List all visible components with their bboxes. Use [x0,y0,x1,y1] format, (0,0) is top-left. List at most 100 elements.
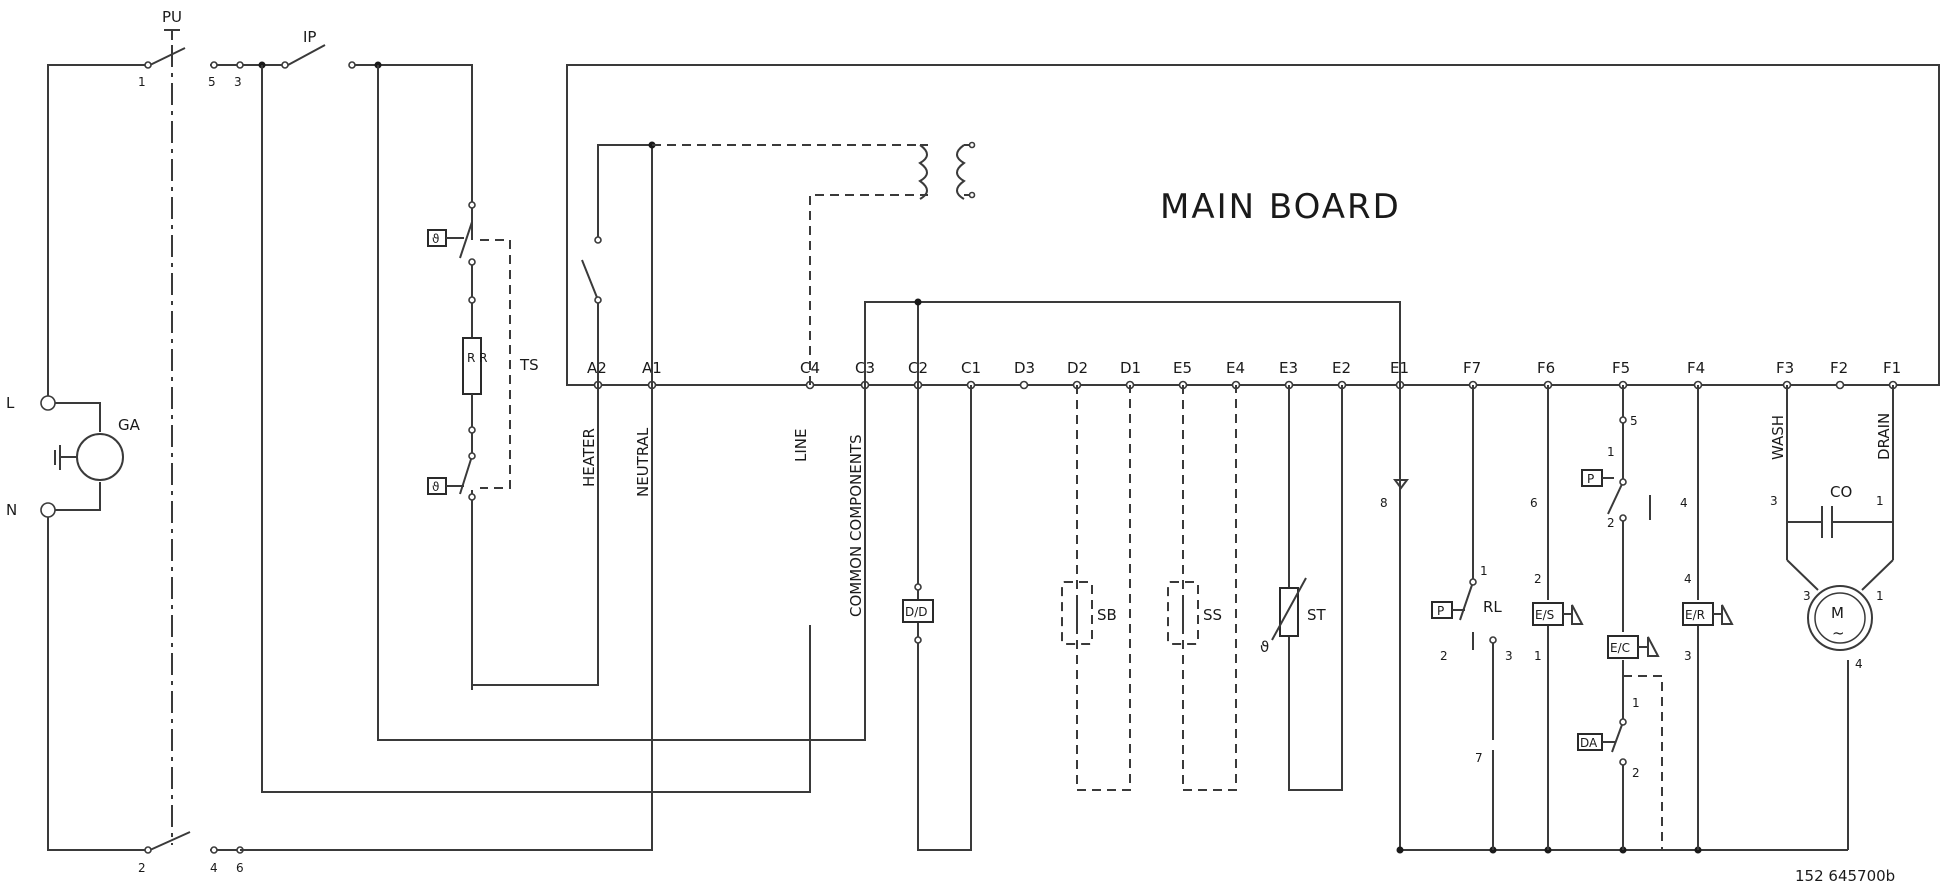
svg-text:ϑ: ϑ [432,480,439,494]
motor-label: M [1831,604,1844,622]
f4-pin-3: 3 [1684,649,1692,663]
st-thermistor: ST ϑ [1260,577,1327,656]
supply-wiring [240,65,866,851]
connector-c1: C1 [961,359,981,377]
f6-pin-2: 2 [1534,572,1542,586]
pu-switch: PU 1 5 3 2 4 6 [47,8,265,875]
rl-pin-7: 7 [1475,751,1483,765]
pu-label: PU [162,8,182,26]
f5-p-label: P [1587,472,1594,486]
es-valve-label: E/S [1535,608,1554,622]
co-pin-1: 1 [1876,494,1884,508]
ss-sensor: SS [1167,581,1222,645]
main-board-title: MAIN BOARD [1160,187,1401,227]
pu-pin-5: 5 [208,75,216,89]
pu-pin-2: 2 [138,861,146,875]
board-internal-wiring [581,141,1401,385]
connector-labels: A2 A1 C4 C3 C2 C1 D3 D2 D1 E5 E4 E3 E2 E… [587,359,1901,377]
connector-d3: D3 [1014,359,1035,377]
svg-text:ϑ: ϑ [1260,638,1269,656]
sb-sensor: SB [1061,581,1117,645]
transformer-primary [918,144,928,200]
connector-e2: E2 [1332,359,1351,377]
svg-text:~: ~ [1832,624,1845,642]
rl-pin-2: 2 [1440,649,1448,663]
f6-pin-1: 1 [1534,649,1542,663]
connector-f7: F7 [1463,359,1481,377]
main-board-outline [566,64,1940,386]
connector-f1: F1 [1883,359,1901,377]
connector-wires: D/D [902,385,1343,851]
connector-f5: F5 [1612,359,1630,377]
ga-supply: L N GA [6,394,141,519]
heater-resistor [462,337,482,395]
rl-pin-1: 1 [1480,564,1488,578]
f6-pin-6: 6 [1530,496,1538,510]
rl-label: RL [1483,598,1502,616]
da-label: DA [1580,736,1598,750]
dd-label: D/D [905,605,928,619]
pu-pin-1: 1 [138,75,146,89]
rl-relay: P RL 1 2 3 7 [1431,385,1513,850]
connector-f2: F2 [1830,359,1848,377]
supply-l-label: L [6,394,15,412]
f5-pin-1: 1 [1607,445,1615,459]
er-valve: E/R 4 4 3 [1680,385,1734,850]
wire-text-labels: HEATER NEUTRAL LINE COMMON COMPONENTS WA… [580,413,1893,617]
drawing-number: 152 645700b [1795,867,1895,883]
es-valve: E/S 6 2 1 [1530,385,1584,850]
ss-label: SS [1203,606,1222,624]
co-label: CO [1830,483,1852,501]
connector-f4: F4 [1687,359,1705,377]
connector-f6: F6 [1537,359,1555,377]
rl-p-label: P [1437,604,1444,618]
f5-circuit: P 5 1 2 E/C DA 1 2 [1577,385,1663,850]
heater-wire-label: HEATER [580,428,598,487]
connector-a2: A2 [587,359,607,377]
ts-label: TS [519,356,539,374]
motor-pin-1: 1 [1876,589,1884,603]
drain-wire-label: DRAIN [1875,413,1893,460]
motor-pin-3: 3 [1803,589,1811,603]
transformer-secondary [956,144,966,200]
pu-pin-3: 3 [234,75,242,89]
e1-pin-8: 8 [1380,496,1388,510]
connector-e3: E3 [1279,359,1298,377]
line-wire-label: LINE [792,429,810,462]
da-pin-2: 2 [1632,766,1640,780]
da-pin-1: 1 [1632,696,1640,710]
main-board: MAIN BOARD [566,64,1940,386]
connector-f3: F3 [1776,359,1794,377]
motor-circuit: CO 3 1 M ~ 3 1 4 [1770,385,1894,671]
ip-switch: IP [258,28,473,200]
er-valve-label: E/R [1685,608,1705,622]
supply-n-label: N [6,501,17,519]
f5-pin-2: 2 [1607,516,1615,530]
ga-motor [76,433,124,481]
pu-pin-4: 4 [210,861,218,875]
sb-label: SB [1097,606,1117,624]
wash-motor [1807,585,1873,651]
connector-e4: E4 [1226,359,1245,377]
common-components-wire-label: COMMON COMPONENTS [847,434,865,617]
connector-e5: E5 [1173,359,1192,377]
co-capacitor [1821,506,1833,538]
svg-text:ϑ: ϑ [432,232,439,246]
f4-pin-4: 4 [1680,496,1688,510]
wash-wire-label: WASH [1769,415,1787,460]
neutral-wire-label: NEUTRAL [634,427,652,497]
f5-pin-5: 5 [1630,414,1638,428]
ga-label: GA [118,416,141,434]
ip-label: IP [303,28,316,46]
rl-pin-3: 3 [1505,649,1513,663]
st-label: ST [1307,606,1327,624]
connector-d1: D1 [1120,359,1141,377]
ec-valve-label: E/C [1610,641,1630,655]
ts-heater-circuit: ϑ R R ϑ TS [427,201,539,690]
connector-d2: D2 [1067,359,1088,377]
motor-pin-4: 4 [1855,657,1863,671]
pu-pin-6: 6 [236,861,244,875]
co-pin-3: 3 [1770,494,1778,508]
resistor-label: R R [467,351,488,365]
